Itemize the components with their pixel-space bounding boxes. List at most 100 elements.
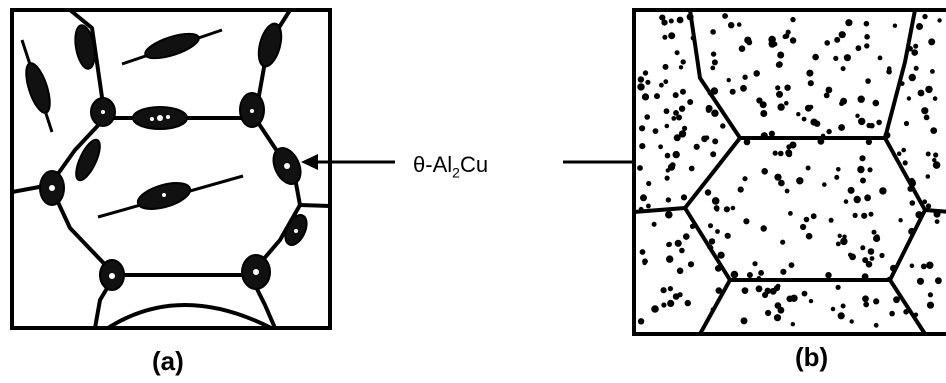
precipitate-dot — [826, 128, 832, 135]
precipitate-dot — [780, 239, 786, 245]
precipitate-dot — [890, 264, 897, 272]
precipitate-dot — [817, 137, 825, 145]
precipitate-dot — [861, 273, 869, 280]
precipitate-dot — [925, 203, 932, 209]
precipitate-dot — [922, 199, 928, 205]
precipitate-dot — [639, 125, 646, 132]
precipitate-dot — [711, 109, 719, 117]
precipitate-dot — [637, 318, 645, 325]
precipitate-dot — [707, 244, 713, 250]
precipitate-dot — [871, 229, 877, 235]
precipitate-dot — [688, 165, 695, 172]
precipitate-dot — [937, 18, 942, 23]
precipitate-dot — [743, 138, 751, 146]
precipitate-dot — [646, 180, 652, 187]
precipitate-dot — [676, 16, 684, 24]
precipitate-dot — [678, 130, 687, 138]
precipitate-dot — [873, 322, 879, 328]
caption-b: (b) — [795, 342, 829, 372]
precipitate-dot — [755, 285, 763, 293]
precipitate-dot — [674, 50, 680, 56]
precipitate-dot — [822, 182, 827, 187]
precipitate-dot — [828, 217, 834, 223]
precipitate-dot — [642, 260, 647, 266]
precipitate-dot — [764, 287, 771, 294]
precipitate-dot — [652, 128, 659, 135]
panel-b — [632, 8, 946, 336]
precipitate-dot — [864, 34, 870, 40]
precipitate-dot — [824, 40, 830, 46]
precipitate-dot — [807, 80, 814, 87]
precipitate-dot — [868, 211, 874, 217]
precipitate-dot — [667, 163, 676, 171]
precipitate-dot — [769, 287, 777, 295]
precipitate-dot — [666, 255, 674, 263]
precipitate-dot — [704, 135, 710, 140]
precipitate-dot — [865, 138, 873, 146]
precipitate-dot — [930, 127, 938, 134]
panel-a — [10, 8, 332, 330]
precipitate-dot — [714, 265, 722, 272]
precipitate-dot — [689, 223, 696, 229]
panel-a-precipitate-texture — [49, 109, 298, 279]
precipitate-dot — [867, 248, 875, 255]
precipitate-dot — [720, 123, 726, 129]
precipitate-dot — [916, 277, 925, 285]
precipitate-dot — [671, 116, 677, 121]
precipitate-dot — [863, 20, 870, 27]
precipitate-dot — [892, 23, 898, 28]
precipitate-dot — [682, 125, 688, 131]
precipitate-dot — [932, 161, 941, 169]
precipitate-dot — [664, 175, 670, 181]
precipitate-dot — [760, 110, 768, 117]
precipitate-dot — [662, 63, 669, 70]
precipitate-dot — [913, 312, 919, 318]
precipitate-dot — [907, 185, 914, 192]
precipitate-dot — [760, 132, 768, 140]
precipitate-dot — [928, 38, 936, 46]
precipitate-dot — [680, 88, 686, 95]
precipitate-dot — [852, 212, 858, 218]
precipitate-dot — [837, 312, 845, 320]
precipitate-dot — [864, 43, 870, 49]
precipitate-dot — [903, 309, 909, 315]
precipitate-dot — [902, 160, 908, 166]
precipitate-dot — [743, 218, 750, 225]
precipitate-dot — [790, 294, 798, 302]
precipitate-dot — [680, 59, 686, 65]
precipitate-dot — [664, 152, 671, 159]
precipitate-dot — [909, 200, 916, 206]
precipitate-dot — [687, 99, 694, 105]
precipitate-dot — [737, 186, 744, 193]
precipitate-dot — [686, 13, 694, 21]
precipitate-dot — [907, 45, 913, 52]
precipitate-dot — [847, 186, 855, 194]
precipitate-dot — [760, 225, 767, 232]
precipitate-dot — [788, 211, 793, 216]
precipitate-dot — [858, 117, 866, 126]
precipitate-dot — [812, 53, 819, 61]
precipitate-dot — [863, 301, 870, 308]
precipitate-dot — [778, 150, 784, 157]
precipitate-dot — [840, 303, 846, 309]
precipitate-dot — [825, 86, 833, 94]
precipitate-dot — [930, 69, 935, 74]
precipitate-dot — [776, 90, 783, 98]
precipitate-dot — [855, 45, 862, 52]
precipitate-dot — [722, 13, 728, 19]
precipitate-dot — [687, 261, 695, 268]
precipitate-dot — [801, 116, 807, 122]
precipitate-dot — [789, 37, 797, 44]
precipitate-dot — [835, 284, 841, 290]
precipitate-dot — [925, 174, 931, 179]
precipitate-dot — [780, 268, 787, 275]
precipitate-dot — [730, 270, 739, 279]
precipitate-dot — [753, 70, 760, 77]
phase-prefix: -Al — [425, 152, 453, 177]
precipitate-dot — [758, 270, 764, 276]
precipitate-dot — [855, 113, 860, 119]
precipitate-dot — [865, 78, 871, 84]
precipitate-dot — [909, 263, 915, 269]
precipitate-dot — [872, 99, 880, 107]
precipitate-dot — [788, 262, 795, 268]
